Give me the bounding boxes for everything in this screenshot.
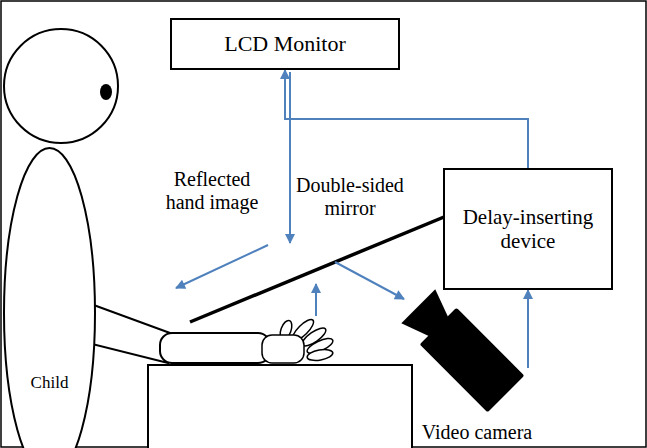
text-holder: Video camera — [412, 421, 542, 444]
child-head — [4, 29, 118, 143]
forearm — [160, 333, 270, 363]
device-box: Delay-inserting device — [443, 168, 613, 290]
shape-label: Child — [2, 373, 97, 393]
reflection-label: Reflected hand image — [162, 168, 262, 214]
video-camera: Video camera — [412, 368, 542, 448]
child-body: Child — [2, 145, 97, 448]
reflection-arrow — [176, 245, 268, 288]
monitor-box: LCD Monitor — [170, 18, 400, 70]
hand — [262, 317, 335, 363]
camera-light-arrow — [335, 262, 404, 299]
text-holder: Child — [2, 373, 97, 393]
mirror-label: Double-sided mirror — [285, 174, 415, 220]
box-label: Delay-inserting device — [455, 205, 601, 253]
hand-light-arrow — [315, 284, 317, 316]
camera-lens — [401, 289, 456, 344]
signal-arrow — [527, 290, 529, 368]
table — [148, 365, 412, 448]
body-outline — [2, 145, 97, 448]
body-oval — [4, 148, 95, 448]
signal-arrow — [285, 70, 528, 168]
box-label: LCD Monitor — [224, 31, 346, 56]
child-eye — [100, 84, 112, 100]
monitor-light-arrow — [289, 72, 291, 243]
shape-label: Video camera — [412, 421, 542, 444]
